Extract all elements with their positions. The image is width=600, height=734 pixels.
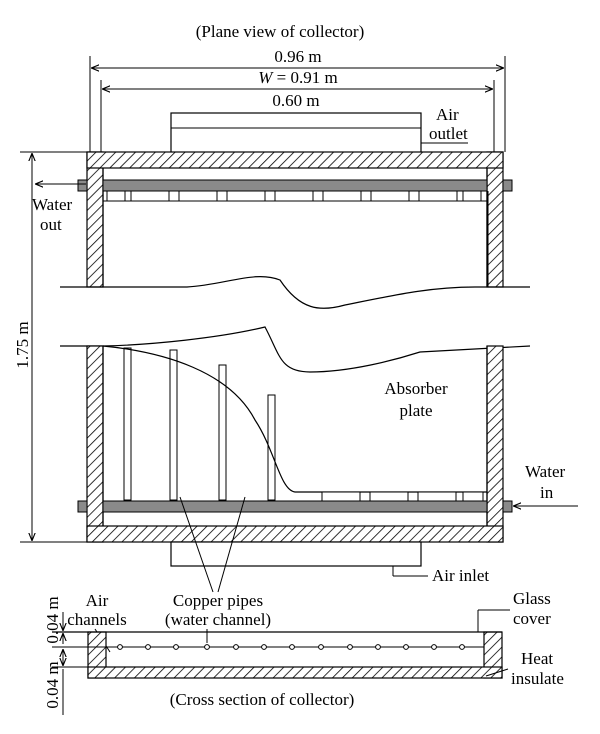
water-out-label-2: out bbox=[40, 215, 62, 234]
air-outlet-label-2: outlet bbox=[429, 124, 468, 143]
bottom-gap-label: 0.04 m bbox=[43, 661, 62, 708]
copper-pipe-columns bbox=[123, 347, 276, 501]
air-inlet-label: Air inlet bbox=[432, 566, 489, 585]
overall-width-label: 0.96 m bbox=[274, 47, 321, 66]
heat-insulate-label-1: Heat bbox=[521, 649, 553, 668]
water-in-label-2: in bbox=[540, 483, 554, 502]
plan-view-title: (Plane view of collector) bbox=[196, 22, 365, 41]
absorber-plate-label-1: Absorber bbox=[384, 379, 448, 398]
lower-break-line bbox=[60, 326, 531, 373]
inner-width-dimension: W = 0.91 m bbox=[100, 68, 495, 152]
collector-frame-lower bbox=[86, 345, 504, 543]
lower-header-pipe bbox=[102, 500, 488, 513]
copper-pipes-label-1: Copper pipes bbox=[173, 591, 263, 610]
air-outlet-duct bbox=[170, 112, 422, 154]
right-upper-connector bbox=[502, 179, 513, 192]
cross-section-title: (Cross section of collector) bbox=[170, 690, 355, 709]
outlet-width-label: 0.60 m bbox=[272, 91, 319, 110]
water-in-connector bbox=[502, 500, 513, 513]
inner-width-label: W = 0.91 m bbox=[258, 68, 337, 87]
cross-section-gap-dims: 0.04 m 0.04 m bbox=[43, 596, 106, 715]
left-lower-connector bbox=[77, 500, 88, 513]
overall-width-dimension: 0.96 m bbox=[89, 47, 506, 152]
cross-section-body bbox=[52, 631, 503, 679]
width-variable: W bbox=[258, 68, 274, 87]
glass-cover-label-1: Glass bbox=[513, 589, 551, 608]
absorber-plate-label-2: plate bbox=[399, 401, 432, 420]
upper-header-pipe bbox=[102, 179, 488, 192]
width-value: = 0.91 m bbox=[272, 68, 337, 87]
collector-frame-upper bbox=[86, 151, 504, 288]
air-channels-label-1: Air bbox=[86, 591, 109, 610]
glass-cover-label-2: cover bbox=[513, 609, 551, 628]
water-in-label-1: Water bbox=[525, 462, 565, 481]
water-out-label-1: Water bbox=[32, 195, 72, 214]
upper-break-line bbox=[60, 276, 530, 309]
length-label: 1.75 m bbox=[13, 321, 32, 368]
upper-channel-ends bbox=[106, 190, 482, 202]
lower-channel-ends bbox=[321, 491, 484, 502]
cross-section-pipes bbox=[117, 644, 465, 650]
air-outlet-label-1: Air bbox=[436, 105, 459, 124]
length-dimension: 1.75 m bbox=[13, 151, 87, 543]
absorber-cutaway-edge bbox=[102, 345, 487, 493]
top-gap-label: 0.04 m bbox=[43, 596, 62, 643]
copper-pipes-label-2: (water channel) bbox=[165, 610, 271, 629]
outlet-width-dimension: 0.60 m bbox=[272, 91, 319, 110]
heat-insulate-label-2: insulate bbox=[511, 669, 564, 688]
air-channels-label-2: channels bbox=[67, 610, 126, 629]
water-out-connector bbox=[77, 179, 88, 192]
air-inlet-duct bbox=[170, 541, 422, 567]
